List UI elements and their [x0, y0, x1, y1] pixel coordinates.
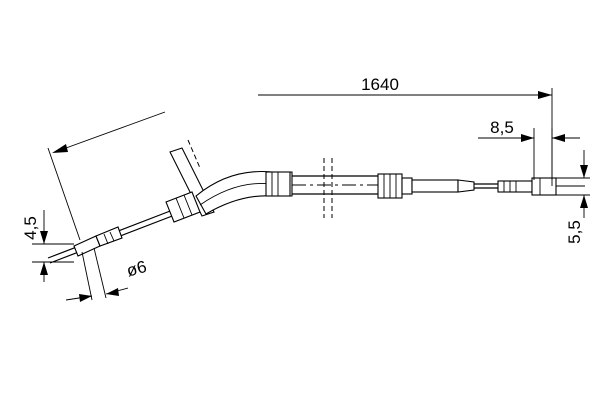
- fitting-length-label: 8,5: [490, 118, 514, 137]
- fitting-diameter-label: 5,5: [565, 220, 584, 244]
- brake-cable: [47, 139, 585, 264]
- adjuster-ferrule: [377, 173, 475, 199]
- total-length-label: 1640: [361, 75, 399, 94]
- dimension-fitting-diameter: 5,5: [556, 150, 590, 244]
- left-fitting-diameter-label: ø6: [125, 257, 149, 280]
- dimension-fitting-length: 8,5: [478, 118, 580, 180]
- right-end-fitting: [497, 177, 557, 196]
- dimension-left-offset: [47, 111, 166, 241]
- dimension-left-fitting-width: 4,5: [21, 210, 74, 282]
- left-end-clip: [73, 226, 123, 257]
- dimension-left-fitting-diameter: ø6: [65, 247, 149, 302]
- left-fitting-width-label: 4,5: [21, 216, 40, 240]
- outer-sheath: [292, 158, 380, 218]
- curved-sheath: [195, 170, 293, 215]
